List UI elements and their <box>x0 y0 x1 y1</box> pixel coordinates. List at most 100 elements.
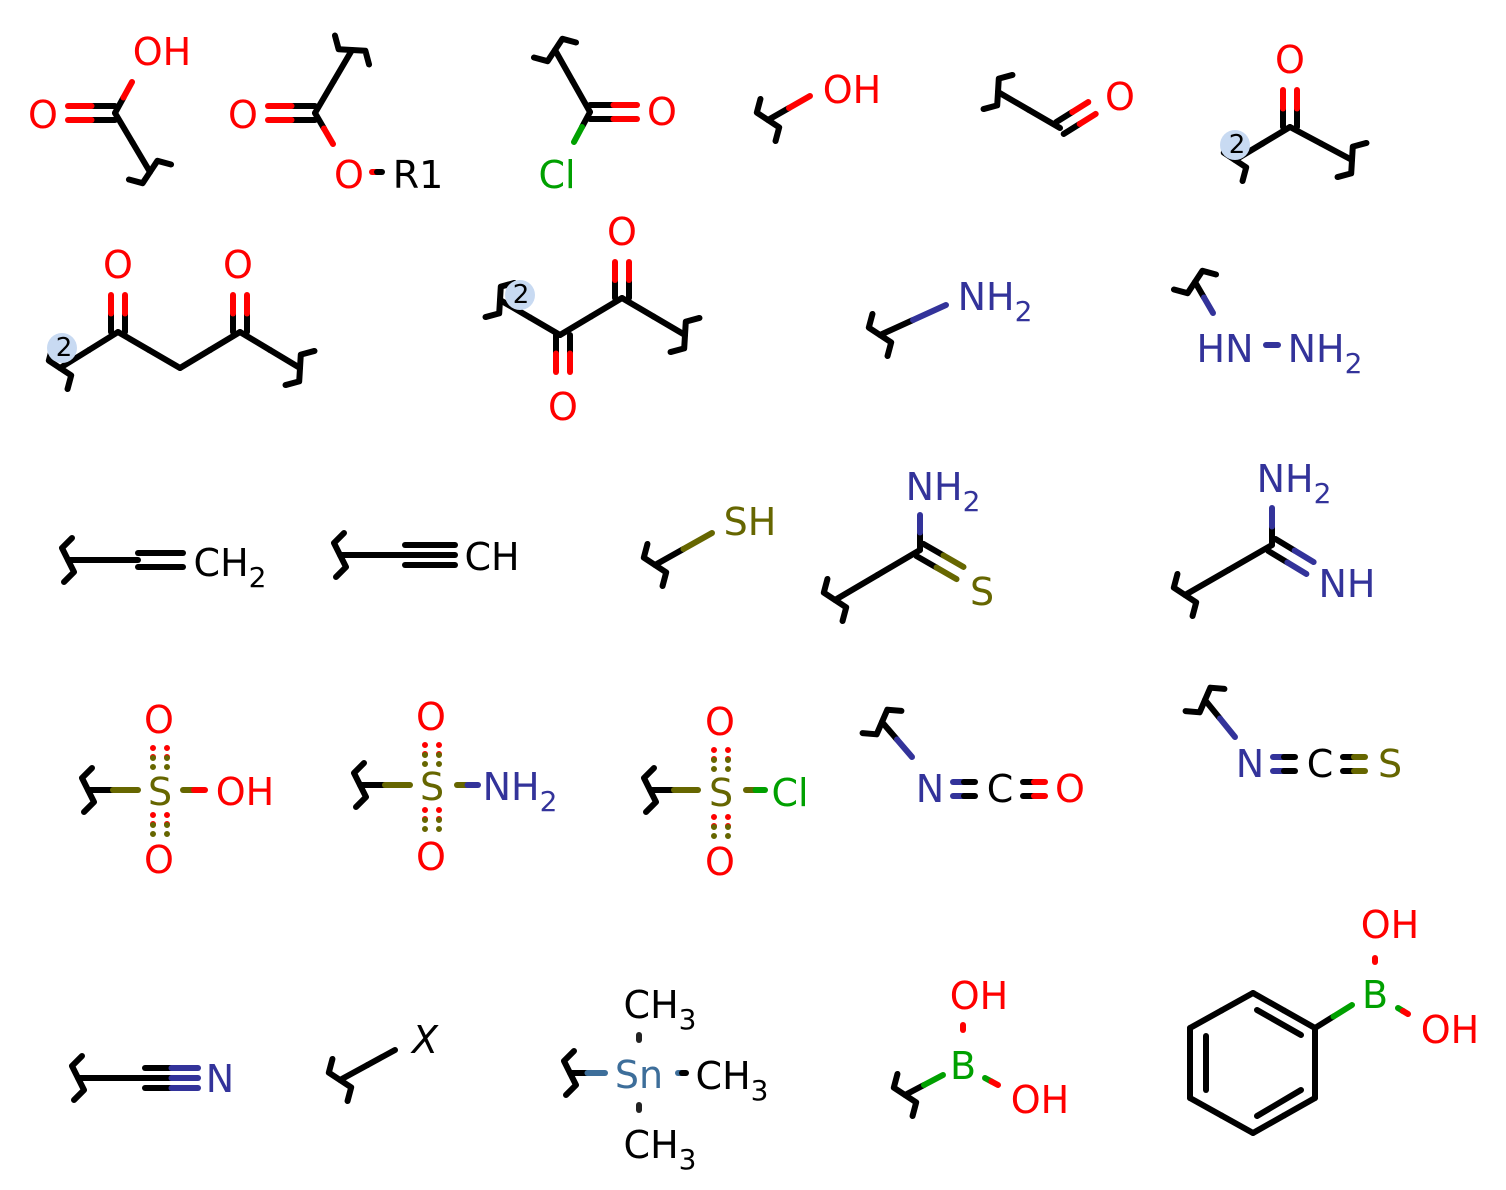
bond <box>115 329 152 353</box>
attachment-point-wavy-icon <box>890 1070 920 1120</box>
bond <box>1318 140 1355 163</box>
bond <box>910 302 949 323</box>
attachment-point-wavy-icon <box>351 760 369 810</box>
bond <box>1265 547 1291 566</box>
label-subscript: 2 <box>1015 295 1033 328</box>
atom-o: O <box>223 243 253 287</box>
bond <box>619 295 657 320</box>
label-subscript: 3 <box>679 1143 697 1176</box>
atom-s: S <box>1378 742 1402 786</box>
bond <box>1259 124 1293 147</box>
attachment-point-wavy-icon <box>1170 570 1200 620</box>
bond <box>1400 1008 1411 1017</box>
attachment-point-wavy-icon <box>865 310 895 360</box>
bond <box>1250 990 1287 1014</box>
label-main: CH <box>696 1054 751 1098</box>
bond <box>177 347 213 371</box>
atom-x: X <box>410 1018 439 1062</box>
bond <box>650 313 688 338</box>
bond <box>832 572 881 603</box>
attachment-point-wavy-icon <box>1334 139 1370 181</box>
bond <box>1187 1095 1225 1119</box>
atom-o: O <box>705 700 735 744</box>
atom-n: N <box>916 767 944 811</box>
atom-oh: OH <box>950 974 1008 1018</box>
atom-ch3: CH3 <box>624 1123 697 1176</box>
atom-o: O <box>548 385 578 429</box>
atom-s: S <box>970 570 994 614</box>
bond <box>1053 109 1076 126</box>
atom-map-highlights <box>47 130 1250 363</box>
atom-s: S <box>709 771 733 815</box>
attachment-point-wavy-icon <box>859 706 905 738</box>
bond <box>1202 697 1223 722</box>
bond <box>237 329 273 353</box>
bond <box>1060 120 1083 137</box>
atom-o: O <box>28 93 58 137</box>
bond <box>1076 110 1099 127</box>
bond <box>1284 559 1310 577</box>
attachment-point-wavy-icon <box>1182 684 1228 716</box>
atom-n: N <box>206 1057 234 1101</box>
atom-o: O <box>1275 38 1305 82</box>
atom-n: N <box>1236 742 1264 786</box>
bond <box>1250 1112 1287 1136</box>
atom-oh: OH <box>1421 1008 1479 1052</box>
label-subscript: 2 <box>1314 477 1332 510</box>
bond <box>988 1078 1001 1088</box>
bond <box>57 347 92 371</box>
label-subscript: 3 <box>751 1074 769 1107</box>
bond <box>1281 1007 1318 1031</box>
bonds-layer <box>45 32 1411 1136</box>
atom-cl: Cl <box>771 771 808 815</box>
attachment-point-wavy-icon <box>530 35 580 65</box>
bond <box>1182 567 1232 598</box>
bond <box>1201 294 1216 316</box>
atom-b: B <box>950 1044 976 1088</box>
attachment-point-wavy-icon <box>331 530 349 580</box>
atom-sn: Sn <box>615 1053 663 1097</box>
attachment-point-wavy-icon <box>331 32 373 68</box>
bond <box>571 124 585 145</box>
label-subscript: 2 <box>249 561 267 594</box>
atom-cl: Cl <box>538 153 575 197</box>
attachment-point-wavy-icon <box>482 279 518 321</box>
label-main: NH <box>1288 327 1345 371</box>
atom-oh: OH <box>1011 1078 1069 1122</box>
bond <box>552 47 576 84</box>
attachment-point-wavy-icon <box>667 314 703 356</box>
atom-map-highlight <box>47 333 77 363</box>
atom-map-highlight <box>505 280 535 310</box>
atom-ch3: CH3 <box>624 983 697 1036</box>
attachment-point-wavy-icon <box>79 765 97 815</box>
atom-o: O <box>103 243 133 287</box>
atom-nh2: NH2 <box>958 275 1033 328</box>
atom-ch2: CH2 <box>194 541 267 594</box>
label-subscript: 3 <box>679 1003 697 1036</box>
atom-oh: OH <box>1361 903 1419 947</box>
bond <box>330 47 355 85</box>
atom-nh2: NH2 <box>1257 457 1332 510</box>
bond <box>557 313 594 338</box>
bond <box>1218 990 1256 1014</box>
label-main: NH <box>958 275 1015 319</box>
attachment-point-wavy-icon <box>640 540 670 590</box>
bond <box>569 78 593 115</box>
bond <box>129 139 153 175</box>
bond <box>267 347 303 371</box>
atom-nh2: NH2 <box>1288 327 1363 380</box>
atom-c: C <box>1307 742 1334 786</box>
attachment-point-wavy-icon <box>125 157 175 187</box>
bond <box>940 552 967 570</box>
bond <box>1291 547 1317 566</box>
atom-s: S <box>420 765 444 809</box>
atom-o: O <box>416 695 446 739</box>
atom-map-number: 2 <box>56 333 73 363</box>
bond <box>1330 1002 1355 1020</box>
label-main: CH <box>624 983 679 1027</box>
bond <box>1217 715 1238 740</box>
atom-s: S <box>148 770 172 814</box>
atom-o: O <box>1055 767 1085 811</box>
bond <box>933 564 960 583</box>
